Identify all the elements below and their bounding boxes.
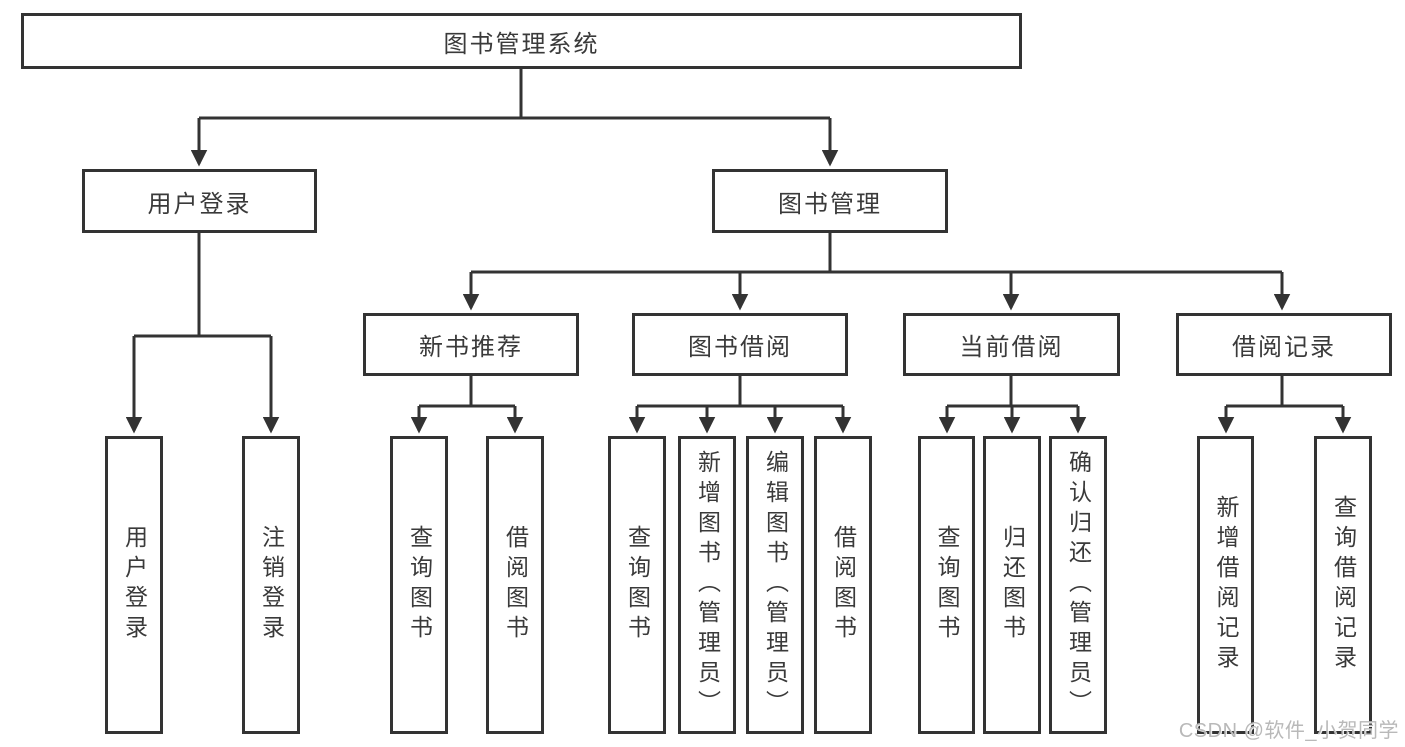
leaf-borrow-books-borrow: 借阅图书 [814,436,872,734]
leaf-confirm-return-admin-label: 确认归还（管理员） [1065,450,1092,720]
leaf-query-books-borrow: 查询图书 [608,436,666,734]
node-new-book-recommend: 新书推荐 [363,313,579,376]
node-user-login: 用户登录 [82,169,317,233]
node-book-management: 图书管理 [712,169,948,233]
node-root-system: 图书管理系统 [21,13,1022,69]
leaf-user-login-label: 用户登录 [121,525,148,645]
leaf-user-login: 用户登录 [105,436,163,734]
leaf-return-books: 归还图书 [983,436,1041,734]
leaf-confirm-return-admin: 确认归还（管理员） [1049,436,1107,734]
leaf-query-books-borrow-label: 查询图书 [624,525,651,645]
leaf-logout: 注销登录 [242,436,300,734]
connector-new-book-recommend-to-leaves [410,375,524,434]
leaf-query-books-recommend: 查询图书 [390,436,448,734]
leaf-add-borrow-record: 新增借阅记录 [1197,436,1254,734]
node-borrow-records-label: 借阅记录 [1232,334,1336,361]
leaf-borrow-books-borrow-label: 借阅图书 [830,525,857,645]
leaf-return-books-label: 归还图书 [999,525,1026,645]
leaf-edit-book-admin-label: 编辑图书（管理员） [762,450,789,720]
leaf-logout-label: 注销登录 [258,525,285,645]
node-root-label: 图书管理系统 [443,30,600,58]
node-current-borrow: 当前借阅 [903,313,1120,376]
connector-book-borrow-to-leaves [628,375,852,434]
node-book-borrow-label: 图书借阅 [688,334,792,361]
node-book-borrow: 图书借阅 [632,313,848,376]
node-book-management-label: 图书管理 [778,190,882,218]
csdn-watermark: CSDN @软件_小贺同学 [1178,720,1399,742]
leaf-query-books-current-label: 查询图书 [934,525,960,645]
connector-current-borrow-to-leaves [938,375,1087,434]
node-new-book-recommend-label: 新书推荐 [419,334,523,361]
node-user-login-label: 用户登录 [147,190,252,218]
leaf-query-books-current: 查询图书 [918,436,975,734]
leaf-query-borrow-record-label: 查询借阅记录 [1330,495,1357,675]
leaf-query-books-recommend-label: 查询图书 [406,525,433,645]
connector-borrow-records-to-leaves [1217,375,1352,434]
leaf-borrow-books-recommend-label: 借阅图书 [502,525,529,645]
leaf-query-borrow-record: 查询借阅记录 [1314,436,1372,734]
node-current-borrow-label: 当前借阅 [959,334,1064,361]
leaf-add-book-admin-label: 新增图书（管理员） [694,450,721,720]
node-borrow-records: 借阅记录 [1176,313,1392,376]
connector-user-login-to-leaves [125,233,280,434]
connector-book-management-to-level3 [462,232,1291,311]
leaf-add-book-admin: 新增图书（管理员） [678,436,736,734]
leaf-borrow-books-recommend: 借阅图书 [486,436,544,734]
leaf-add-borrow-record-label: 新增借阅记录 [1213,495,1239,675]
leaf-edit-book-admin: 编辑图书（管理员） [746,436,804,734]
connector-root-to-level2 [190,68,839,167]
